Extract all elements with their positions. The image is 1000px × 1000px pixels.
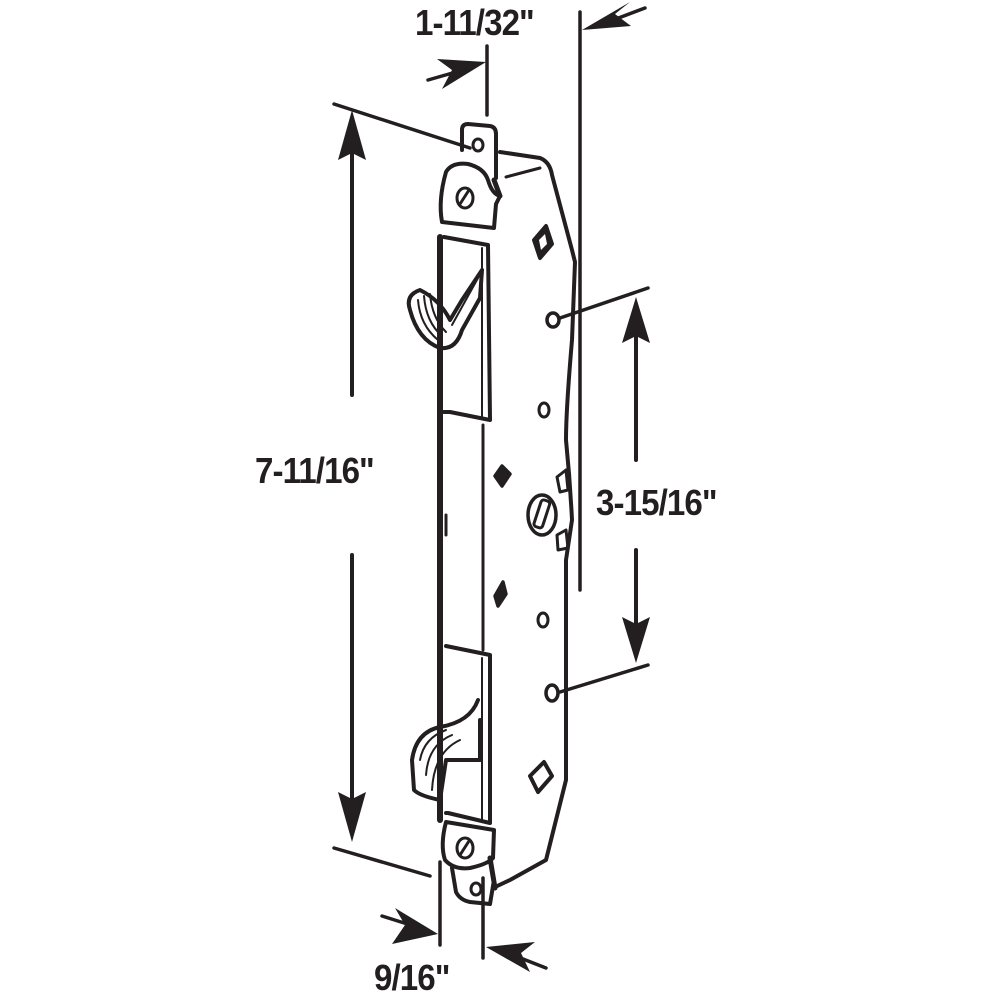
body-width-label: 1-11/32": [415, 2, 535, 43]
dimension-overall-height: [332, 102, 472, 878]
hook-spacing-label: 3-15/16": [596, 482, 718, 523]
overall-height-label: 7-11/16": [255, 450, 375, 491]
dimension-faceplate-width: [380, 860, 548, 972]
top-mounting-tab: [438, 122, 542, 230]
plate-features: [493, 224, 570, 794]
bottom-mounting-tab: [440, 820, 498, 906]
dimension-body-width: [426, 2, 647, 592]
upper-hook: [406, 235, 492, 422]
lower-hook: [410, 644, 492, 825]
faceplate-width-label: 9/16": [374, 957, 450, 998]
